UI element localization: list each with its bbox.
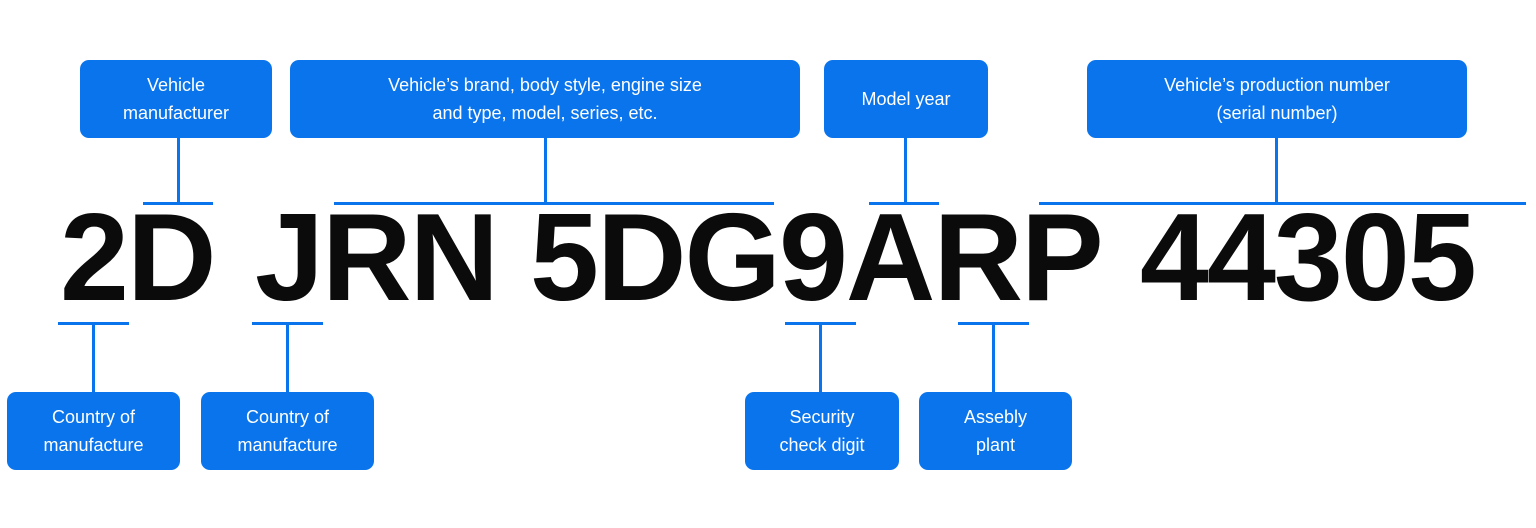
assembly-plant-line-2: plant xyxy=(975,435,1016,455)
country-1-stem xyxy=(92,322,95,392)
assembly-plant-line-1: Assebly xyxy=(963,407,1028,427)
vehicle-manufacturer-line-1: Vehicle xyxy=(146,75,206,95)
country-1-line-1: Country of xyxy=(51,407,136,427)
vehicle-descriptor-bracket xyxy=(334,202,774,205)
country-2-line-2: manufacture xyxy=(237,435,338,455)
model-year-label: Model year xyxy=(824,60,988,138)
production-number-line-1: Vehicle’s production number xyxy=(1164,75,1390,95)
security-digit-stem xyxy=(819,322,822,392)
country-1-line-2: manufacture xyxy=(43,435,144,455)
vin-segment-country: 2D xyxy=(60,189,217,327)
country-2-stem xyxy=(286,322,289,392)
model-year-stem xyxy=(904,138,907,204)
vehicle-descriptor-line-2: and type, model, series, etc. xyxy=(432,103,658,123)
production-number-line-2: (serial number) xyxy=(1216,103,1338,123)
vin-segment-serial: 44305 xyxy=(1140,189,1477,327)
vehicle-descriptor-label: Vehicle’s brand, body style, engine size… xyxy=(290,60,800,138)
model-year-bracket xyxy=(869,202,939,205)
vehicle-manufacturer-label: Vehicle manufacturer xyxy=(80,60,272,138)
security-check-digit-label: Security check digit xyxy=(745,392,899,470)
country-2-line-1: Country of xyxy=(245,407,330,427)
assembly-plant-stem xyxy=(992,322,995,392)
production-number-stem xyxy=(1275,138,1278,204)
vin-segment-descriptor: 5DG9ARP xyxy=(530,189,1104,327)
country-of-manufacture-label-2: Country of manufacture xyxy=(201,392,374,470)
security-digit-line-2: check digit xyxy=(779,435,865,455)
production-number-label: Vehicle’s production number (serial numb… xyxy=(1087,60,1467,138)
assembly-plant-label: Assebly plant xyxy=(919,392,1072,470)
vehicle-manufacturer-line-2: manufacturer xyxy=(122,103,230,123)
security-digit-line-1: Security xyxy=(789,407,855,427)
vin-segment-manufacturer: JRN xyxy=(255,189,499,327)
country-of-manufacture-label-1: Country of manufacture xyxy=(7,392,180,470)
vehicle-descriptor-line-1: Vehicle’s brand, body style, engine size xyxy=(388,75,702,95)
vehicle-manufacturer-stem xyxy=(177,138,180,204)
model-year-line-1: Model year xyxy=(861,89,951,109)
vehicle-manufacturer-bracket xyxy=(143,202,213,205)
production-number-bracket xyxy=(1039,202,1526,205)
vehicle-descriptor-stem xyxy=(544,138,547,204)
